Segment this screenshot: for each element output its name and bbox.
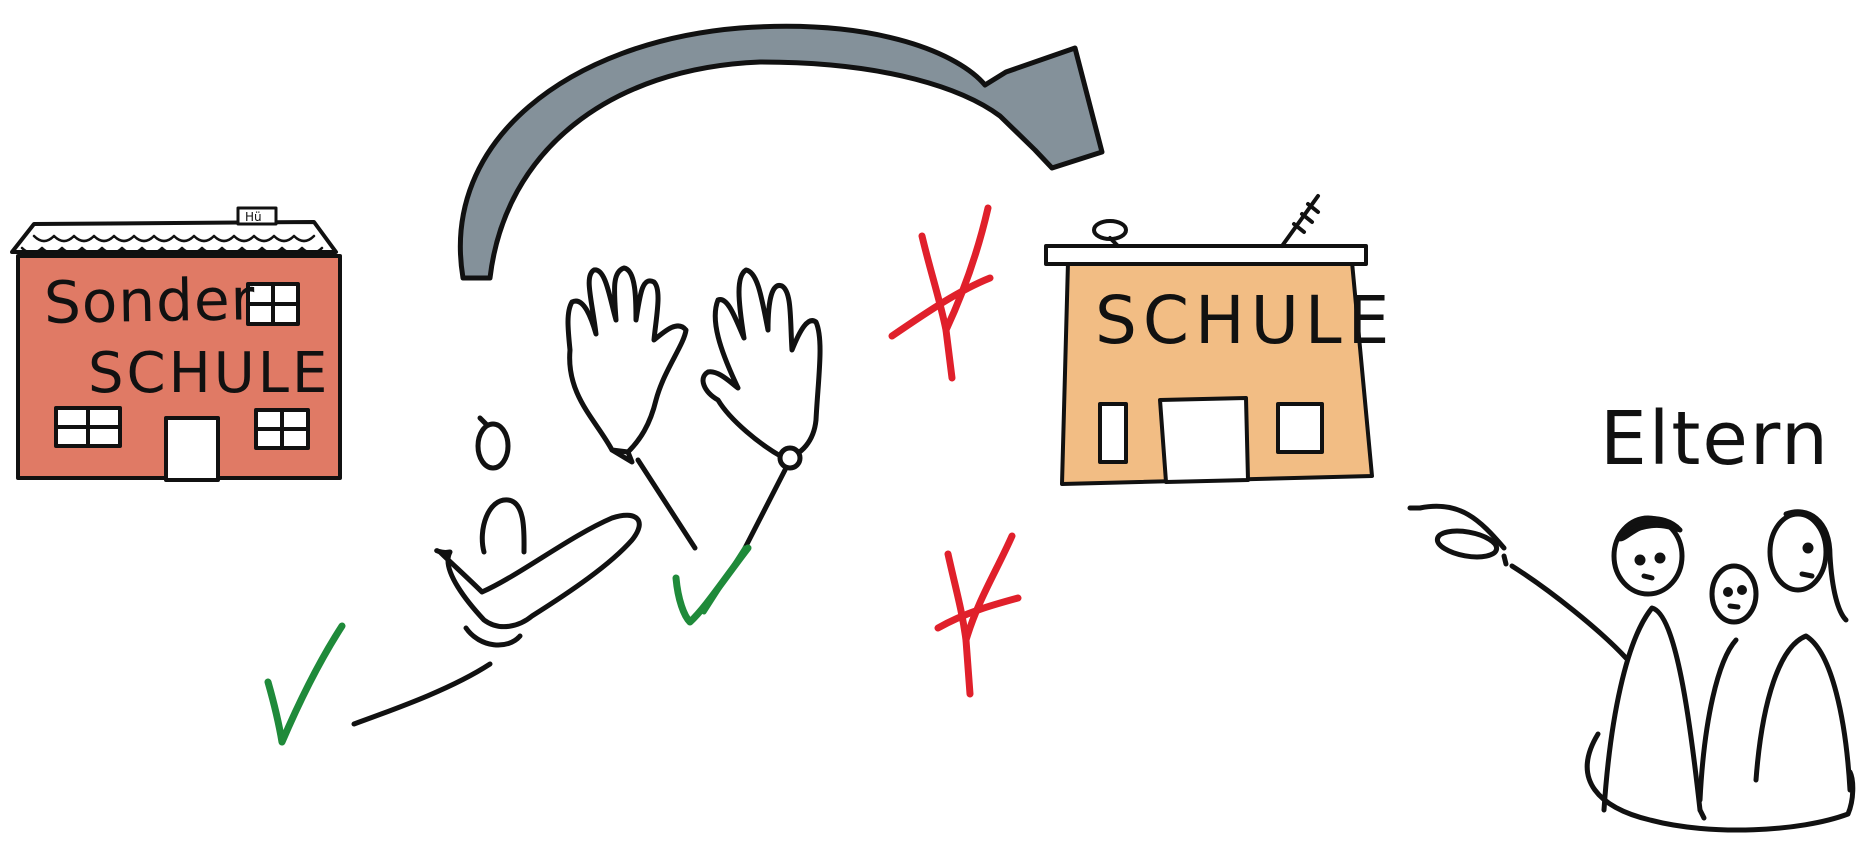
child-board <box>437 515 640 626</box>
regular-school-window <box>1278 404 1322 452</box>
regular-school-window <box>1100 404 1126 462</box>
mother-head <box>1770 514 1826 590</box>
child-head <box>478 424 508 468</box>
check-icon <box>268 626 342 742</box>
regular-school-roof <box>1046 246 1366 264</box>
red-cross-check-icon <box>892 208 990 378</box>
roof-sign-text: Hü <box>245 210 262 224</box>
mother-body <box>1756 636 1850 790</box>
kid-body <box>1700 640 1736 800</box>
child-icon <box>354 418 639 724</box>
family-ground <box>1587 734 1853 830</box>
mother-hair <box>1786 512 1846 620</box>
special-school-window <box>56 408 120 446</box>
special-school-label-line1: Sonder <box>44 270 256 332</box>
check-icon <box>676 548 748 622</box>
raised-hands-icon <box>568 268 820 612</box>
regular-school-door <box>1160 398 1248 482</box>
family-icon <box>1410 506 1853 830</box>
child-body <box>482 500 524 552</box>
red-cross-check-icon <box>938 536 1018 694</box>
regular-school-label: SCHULE <box>1095 288 1395 354</box>
father-body <box>1604 608 1700 810</box>
special-school-door <box>166 418 218 480</box>
seesaw-line <box>354 664 490 724</box>
parents-label: Eltern <box>1600 402 1830 476</box>
satellite-dish-icon <box>1094 221 1126 246</box>
special-school-label-line2: SCHULE <box>88 346 330 402</box>
antenna-icon <box>1282 196 1318 246</box>
kid-head <box>1712 566 1756 622</box>
curved-arrow-icon <box>460 26 1102 278</box>
special-school-window <box>256 410 308 448</box>
